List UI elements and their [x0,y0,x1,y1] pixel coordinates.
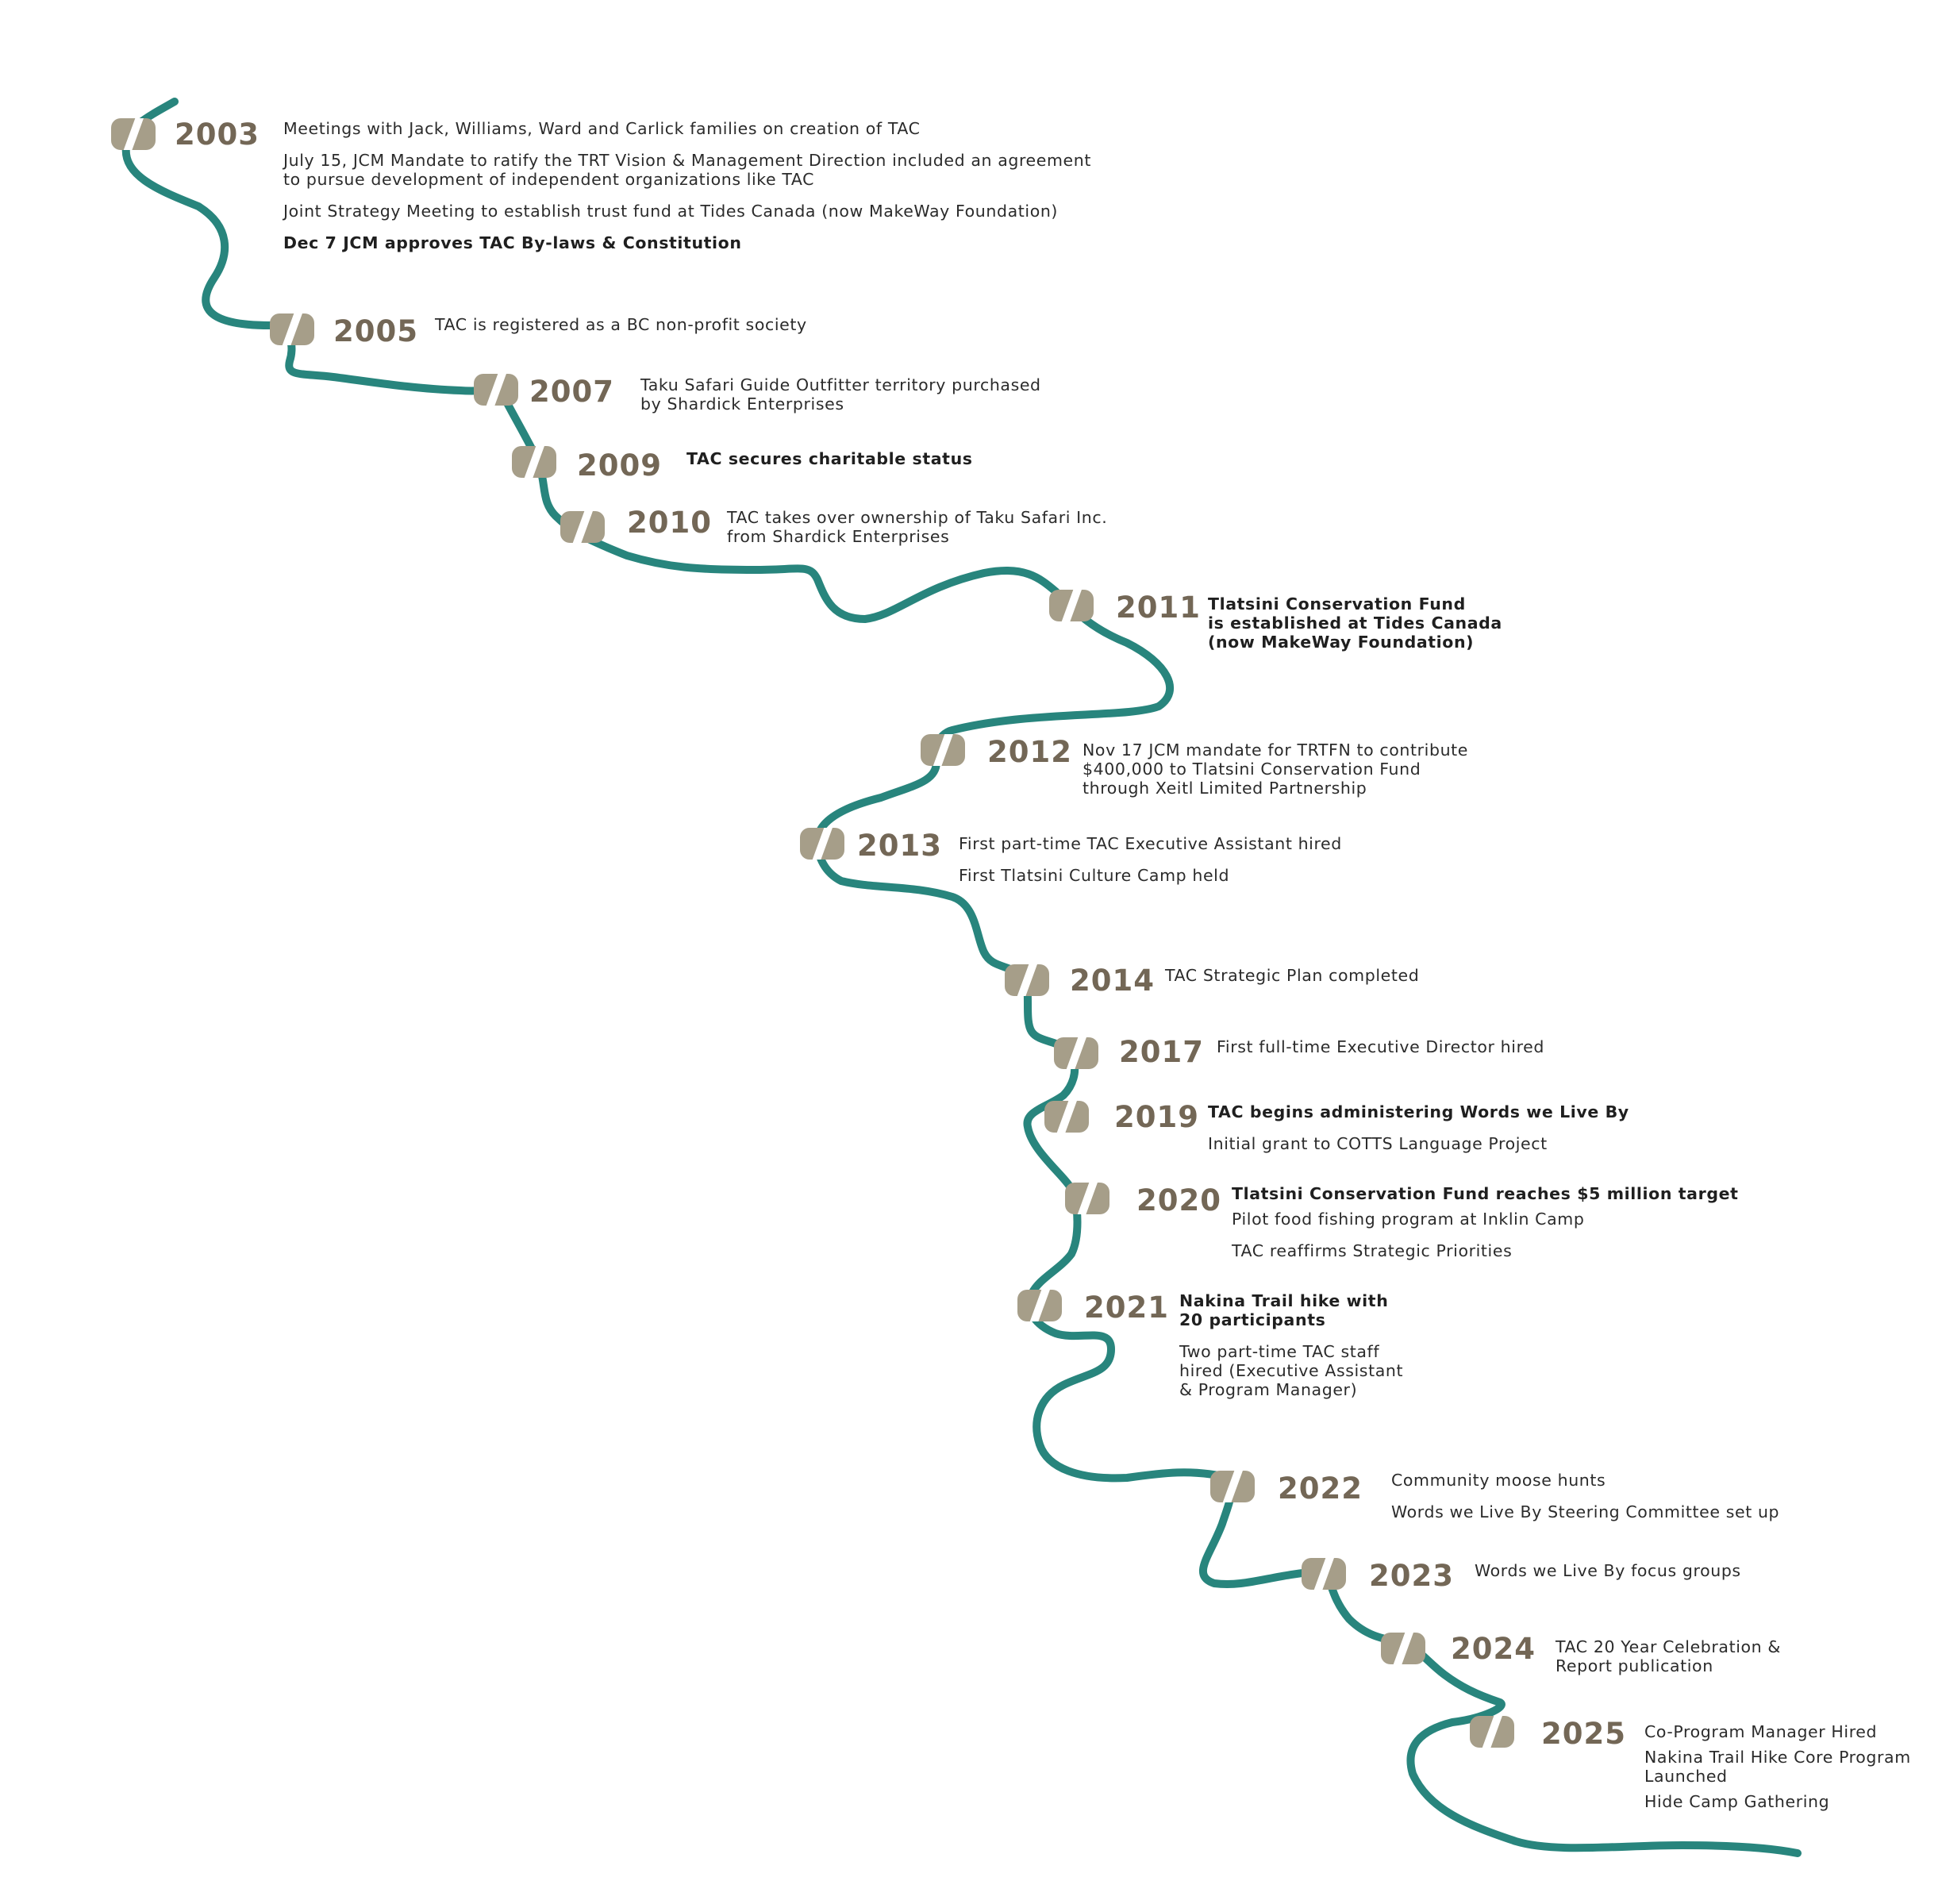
milestone-events: First full-time Executive Director hired [1217,1037,1772,1069]
event-text: Meetings with Jack, Williams, Ward and C… [283,119,921,138]
event-text: TAC 20 Year Celebration & Report publica… [1556,1637,1781,1675]
river-stone-icon [560,511,605,543]
milestone-year: 2021 [1084,1290,1169,1325]
river-stone-icon [921,734,965,766]
milestone-events: Community moose hunts Words we Live By S… [1391,1471,1942,1534]
river-stone-icon [1005,964,1049,996]
milestone-year: 2009 [577,448,662,483]
milestone-year: 2020 [1136,1183,1221,1217]
milestone-events: Tlatsini Conservation Fund reaches $5 mi… [1232,1184,1867,1273]
event-text: Two part-time TAC staff hired (Executive… [1179,1342,1404,1399]
river-stone-icon [270,313,314,345]
river-stone-icon [474,374,518,406]
event-text: Tlatsini Conservation Fund reaches $5 mi… [1232,1184,1739,1203]
event-text: TAC takes over ownership of Taku Safari … [727,508,1108,546]
river-stone-icon [512,446,556,478]
milestone-year: 2011 [1116,590,1201,625]
event-text: TAC Strategic Plan completed [1165,966,1420,985]
event-text: Nakina Trail Hike Core Program Launched [1644,1748,1911,1786]
event-text: Words we Live By Steering Committee set … [1391,1502,1780,1521]
river-line [121,98,1802,1857]
milestone-events: TAC is registered as a BC non-profit soc… [435,315,990,347]
milestone-events: Co-Program Manager Hired Nakina Trail Hi… [1644,1722,1942,1824]
event-text: Tlatsini Conservation Fund is establishe… [1208,594,1502,652]
milestone-events: TAC secures charitable status [686,449,1242,481]
event-text: Initial grant to COTTS Language Project [1208,1134,1548,1153]
river-stone-icon [1044,1101,1089,1133]
river-stone-icon [1210,1471,1255,1502]
milestone-events: Nov 17 JCM mandate for TRTFN to contribu… [1083,740,1638,810]
milestone-events: Tlatsini Conservation Fund is establishe… [1208,594,1684,664]
event-text: First part-time TAC Executive Assistant … [959,834,1342,853]
milestone-year: 2007 [529,375,614,409]
river-stone-icon [1049,590,1094,621]
milestone-year: 2014 [1070,964,1155,998]
milestone-year: 2023 [1369,1559,1454,1593]
river-stone-icon [1017,1290,1062,1321]
river-stone-icon [1302,1558,1346,1590]
milestone-events: Taku Safari Guide Outfitter territory pu… [640,375,1196,426]
event-text: TAC is registered as a BC non-profit soc… [435,315,807,334]
milestone-events: First part-time TAC Executive Assistant … [959,834,1514,898]
milestone-events: Words we Live By focus groups [1475,1561,1942,1593]
milestone-year: 2003 [175,117,260,152]
milestone-year: 2025 [1541,1717,1626,1751]
milestone-events: Nakina Trail hike with 20 participants T… [1179,1291,1656,1412]
event-text: Words we Live By focus groups [1475,1561,1741,1580]
milestone-year: 2005 [333,314,418,348]
event-text: First full-time Executive Director hired [1217,1037,1544,1056]
event-text: Hide Camp Gathering [1644,1792,1830,1811]
milestone-year: 2017 [1119,1035,1204,1069]
event-text: TAC begins administering Words we Live B… [1208,1102,1629,1121]
event-text: TAC secures charitable status [686,449,973,468]
milestone-year: 2013 [857,829,942,863]
milestone-events: TAC 20 Year Celebration & Report publica… [1556,1637,1942,1688]
river-stone-icon [1065,1183,1109,1214]
milestone-year: 2024 [1451,1632,1536,1666]
milestone-events: TAC takes over ownership of Taku Safari … [727,508,1282,559]
river-stone-icon [111,118,156,150]
event-text: Dec 7 JCM approves TAC By-laws & Constit… [283,233,742,252]
event-text: Taku Safari Guide Outfitter territory pu… [640,375,1041,413]
milestone-year: 2010 [627,506,712,540]
event-text: Co-Program Manager Hired [1644,1722,1878,1741]
river-stone-icon [800,828,844,860]
event-text: Pilot food fishing program at Inklin Cam… [1232,1210,1585,1229]
milestone-year: 2022 [1278,1471,1363,1506]
event-text: Nakina Trail hike with 20 participants [1179,1291,1389,1329]
event-text: Joint Strategy Meeting to establish trus… [283,202,1059,221]
event-text: TAC reaffirms Strategic Priorities [1232,1241,1513,1260]
river-stone-icon [1381,1633,1425,1664]
milestone-year: 2019 [1114,1100,1199,1134]
milestone-events: TAC begins administering Words we Live B… [1208,1102,1843,1166]
event-text: First Tlatsini Culture Camp held [959,866,1230,885]
event-text: Nov 17 JCM mandate for TRTFN to contribu… [1083,740,1469,798]
milestone-events: TAC Strategic Plan completed [1165,966,1721,998]
milestone-year: 2012 [987,735,1072,769]
event-text: Community moose hunts [1391,1471,1606,1490]
event-text: July 15, JCM Mandate to ratify the TRT V… [283,151,1091,189]
milestone-events: Meetings with Jack, Williams, Ward and C… [283,119,1315,265]
river-stone-icon [1470,1716,1514,1748]
river-stone-icon [1054,1037,1098,1069]
